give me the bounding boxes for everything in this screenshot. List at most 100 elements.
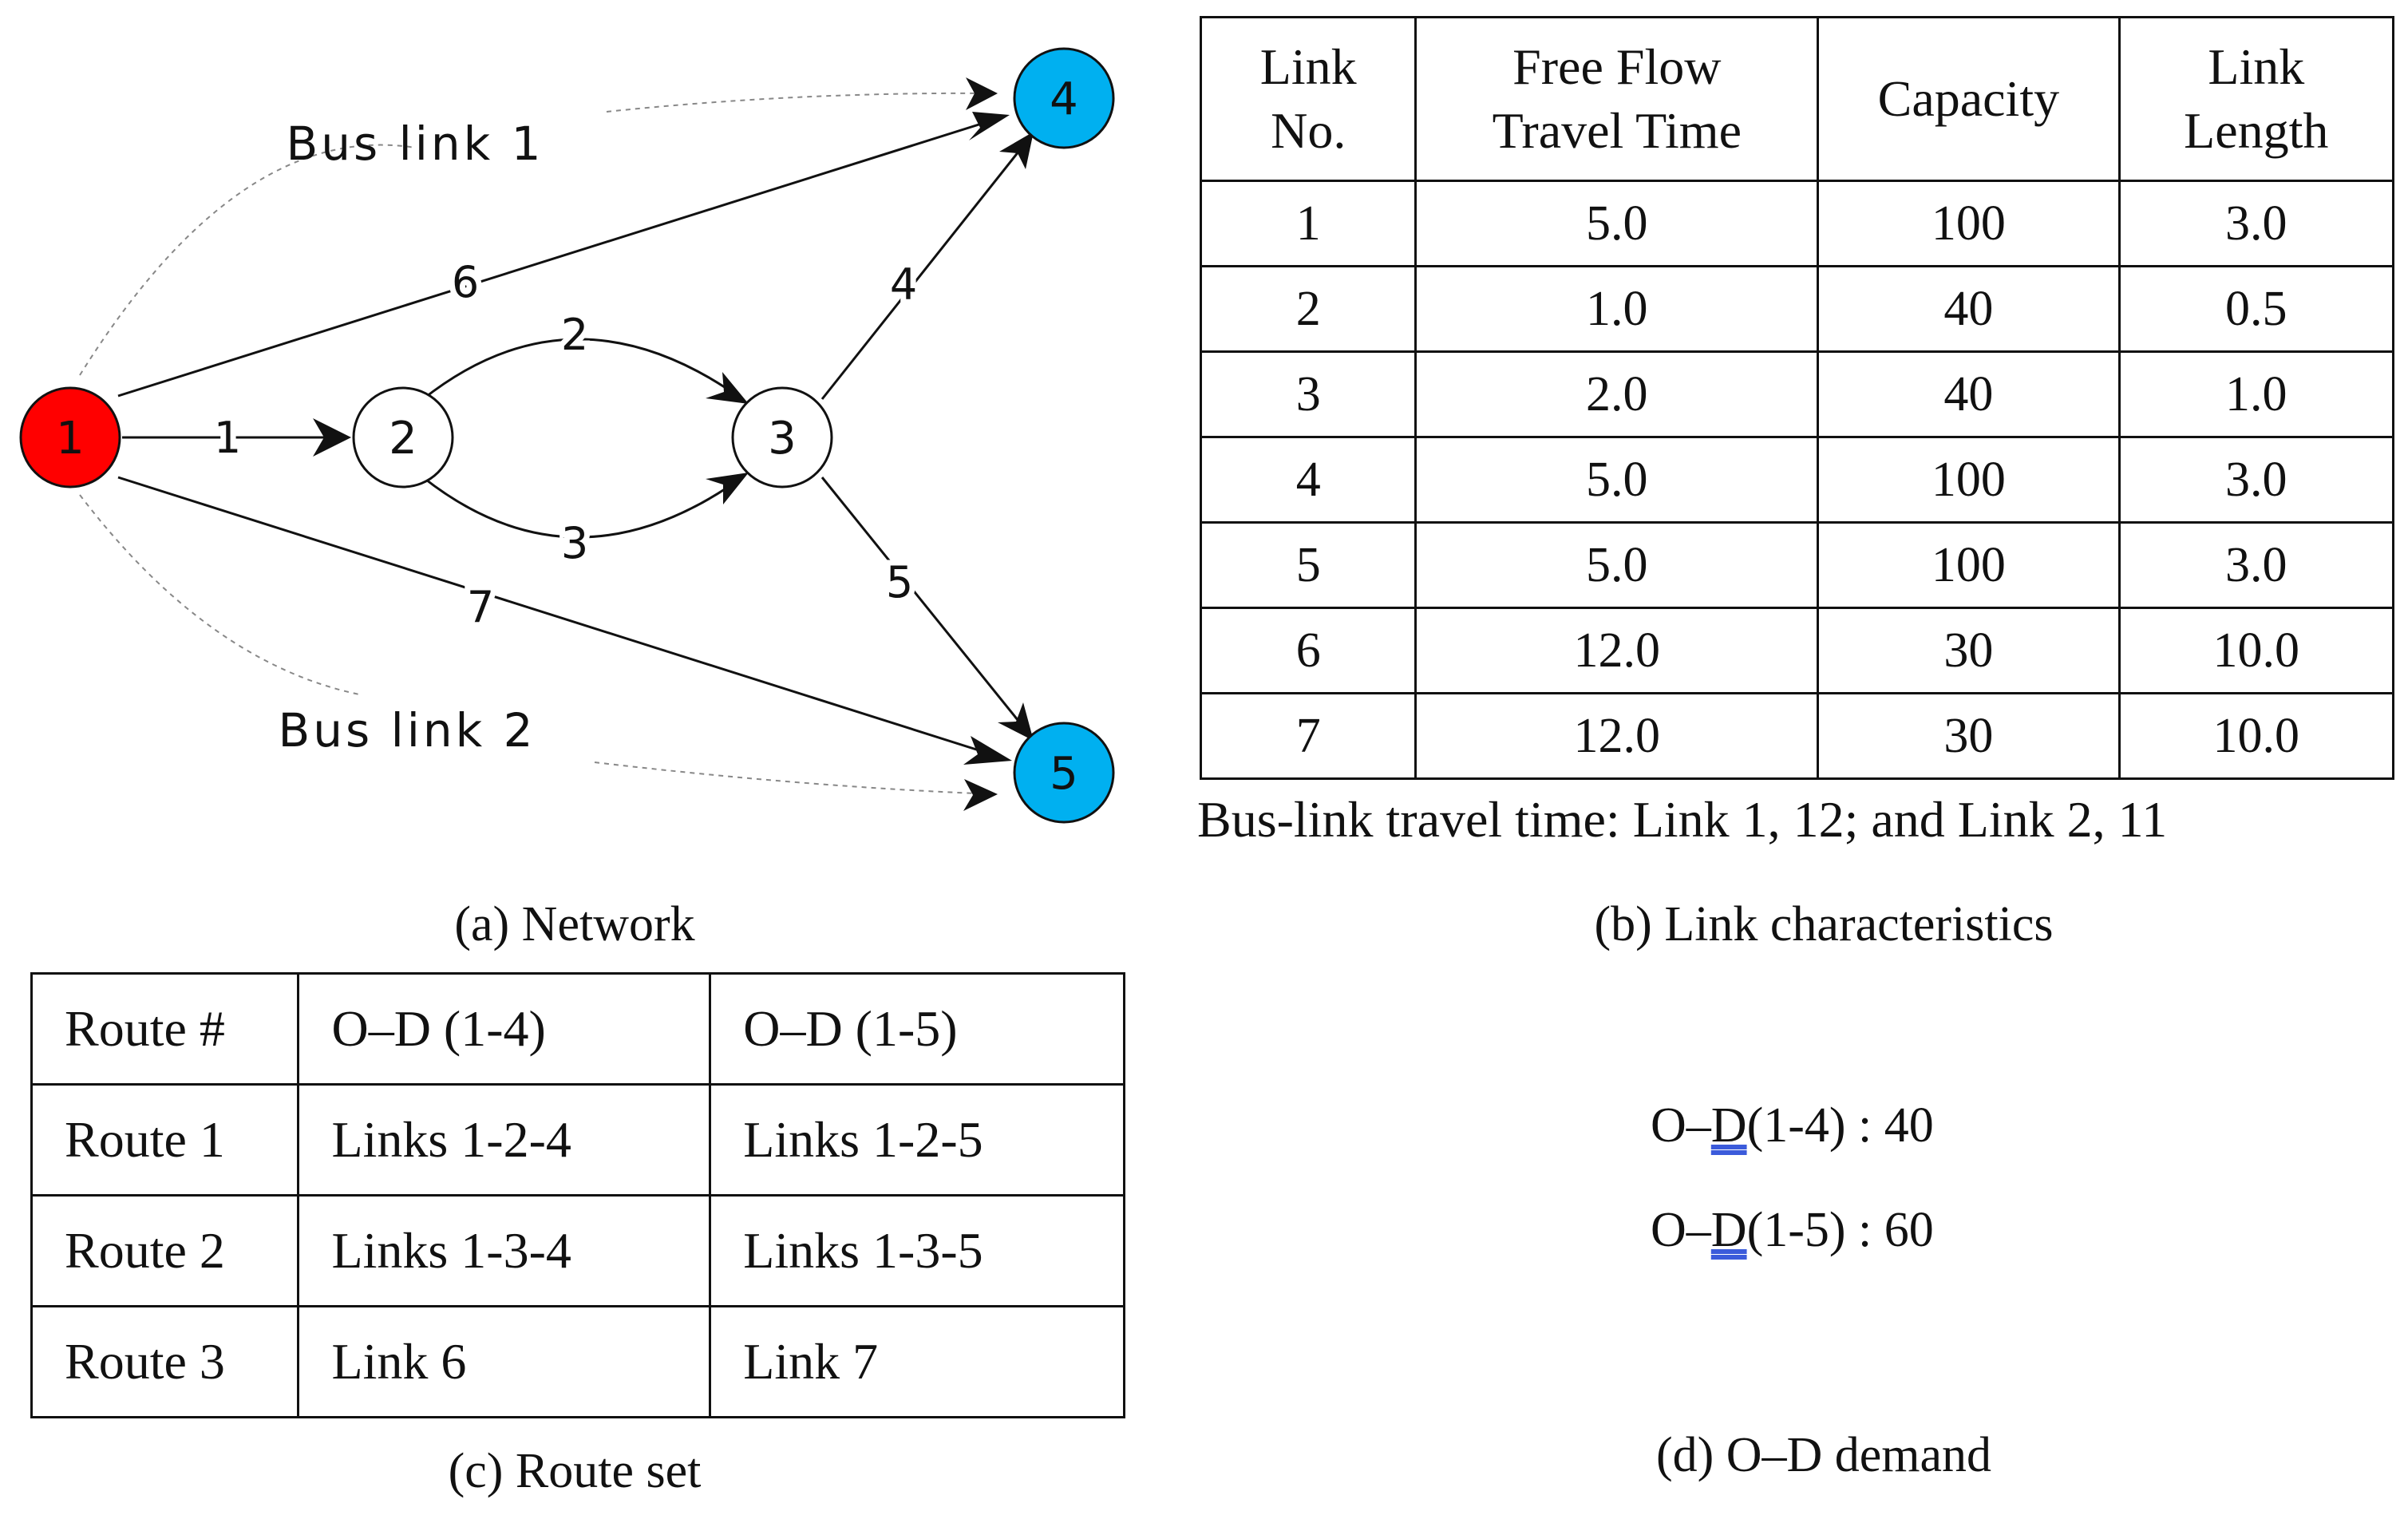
od-demand-item: O–D(1-4) : 40 bbox=[1651, 1098, 1934, 1202]
route-name-cell: Route 1 bbox=[30, 1083, 300, 1197]
caption-route-set: (c) Route set bbox=[448, 1444, 702, 1498]
node-3-label: 3 bbox=[768, 413, 797, 465]
route-table-header-cell: O–D (1-5) bbox=[709, 972, 1125, 1086]
free-flow-travel-time-cell: 5.0 bbox=[1414, 521, 1820, 609]
od-demand-rest: (1-5) : 60 bbox=[1746, 1203, 1934, 1257]
od-demand-d: D bbox=[1710, 1203, 1747, 1257]
link-no-cell: 5 bbox=[1199, 521, 1418, 609]
node-1 bbox=[19, 386, 121, 489]
route-links-cell: Links 1-2-5 bbox=[709, 1083, 1125, 1197]
caption-link-characteristics: (b) Link characteristics bbox=[1594, 897, 2054, 951]
route-links-cell: Link 6 bbox=[297, 1305, 712, 1418]
route-name-cell: Route 2 bbox=[30, 1194, 300, 1307]
link-6-arrowhead bbox=[969, 112, 1010, 140]
link-length-cell: 3.0 bbox=[2117, 180, 2395, 267]
capacity-cell: 100 bbox=[1817, 180, 2121, 267]
link-4-line bbox=[820, 139, 1030, 400]
link-2-arrowhead bbox=[706, 372, 749, 404]
capacity-cell: 40 bbox=[1817, 350, 2121, 438]
link-7-arrowhead bbox=[963, 736, 1012, 765]
link-2-line bbox=[422, 338, 743, 401]
capacity-cell: 30 bbox=[1817, 692, 2121, 780]
capacity-cell: 100 bbox=[1817, 436, 2121, 524]
route-links-cell: Links 1-3-5 bbox=[709, 1194, 1125, 1307]
node-2 bbox=[352, 386, 454, 489]
bus-link-2-label: Bus link 2 bbox=[278, 703, 536, 758]
bus-link-travel-time-note: Bus-link travel time: Link 1, 12; and Li… bbox=[1197, 791, 2168, 848]
link-length-cell: 0.5 bbox=[2117, 265, 2395, 353]
link-7-label: 7 bbox=[467, 582, 494, 632]
link-3-label: 3 bbox=[561, 518, 588, 568]
node-5 bbox=[1013, 722, 1115, 824]
link-3-arrowhead bbox=[706, 473, 749, 504]
link-length-cell: 3.0 bbox=[2117, 521, 2395, 609]
bus-link-2-path bbox=[79, 494, 994, 795]
link-4-label: 4 bbox=[890, 259, 917, 310]
bus-link-1-arrowhead bbox=[966, 77, 998, 110]
route-links-cell: Links 1-3-4 bbox=[297, 1194, 712, 1307]
link-length-cell: 10.0 bbox=[2117, 692, 2395, 780]
route-links-cell: Links 1-2-4 bbox=[297, 1083, 712, 1197]
od-demand-rest: (1-4) : 40 bbox=[1746, 1098, 1934, 1153]
link-6-line bbox=[117, 116, 1002, 398]
link-length-cell: 3.0 bbox=[2117, 436, 2395, 524]
bus-link-1-label: Bus link 1 bbox=[286, 117, 544, 171]
link-table-header-capacity: Capacity bbox=[1817, 16, 2121, 182]
caption-od-demand: (d) O–D demand bbox=[1655, 1428, 1992, 1482]
capacity-cell: 40 bbox=[1817, 265, 2121, 353]
link-no-cell: 6 bbox=[1199, 607, 1418, 694]
link-5-label: 5 bbox=[886, 557, 913, 607]
node-1-label: 1 bbox=[56, 413, 85, 465]
od-demand-item: O–D(1-5) : 60 bbox=[1651, 1202, 1934, 1307]
link-no-cell: 4 bbox=[1199, 436, 1418, 524]
link-no-cell: 1 bbox=[1199, 180, 1418, 267]
link-6-label: 6 bbox=[452, 257, 479, 307]
route-name-cell: Route 3 bbox=[30, 1305, 300, 1418]
node-2-label: 2 bbox=[389, 413, 417, 465]
link-7-line bbox=[117, 476, 1005, 760]
od-demand-prefix: O– bbox=[1651, 1098, 1711, 1153]
free-flow-travel-time-cell: 12.0 bbox=[1414, 607, 1820, 694]
network-diagram: 1 2 3 4 5 6 7 Bus link 1 Bus link 2 1 2 … bbox=[19, 47, 1115, 824]
link-1-label: 1 bbox=[214, 413, 241, 463]
capacity-cell: 30 bbox=[1817, 607, 2121, 694]
free-flow-travel-time-cell: 5.0 bbox=[1414, 436, 1820, 524]
link-length-cell: 10.0 bbox=[2117, 607, 2395, 694]
node-5-label: 5 bbox=[1050, 748, 1078, 800]
route-table-header-row: Route #O–D (1-4)O–D (1-5) bbox=[30, 972, 1125, 1086]
link-1-arrowhead bbox=[313, 418, 351, 457]
link-2-label: 2 bbox=[561, 310, 588, 360]
free-flow-travel-time-cell: 12.0 bbox=[1414, 692, 1820, 780]
route-table-header-cell: O–D (1-4) bbox=[297, 972, 712, 1086]
free-flow-travel-time-cell: 5.0 bbox=[1414, 180, 1820, 267]
node-4-label: 4 bbox=[1050, 73, 1078, 125]
free-flow-travel-time-cell: 1.0 bbox=[1414, 265, 1820, 353]
link-5-arrowhead bbox=[998, 702, 1034, 741]
caption-network: (a) Network bbox=[454, 897, 695, 951]
link-3-line bbox=[422, 476, 743, 539]
od-demand-d: D bbox=[1710, 1098, 1747, 1153]
od-demand-prefix: O– bbox=[1651, 1203, 1711, 1257]
route-table-header-cell: Route # bbox=[30, 972, 300, 1086]
link-4-arrowhead bbox=[999, 132, 1034, 169]
free-flow-travel-time-cell: 2.0 bbox=[1414, 350, 1820, 438]
link-no-cell: 7 bbox=[1199, 692, 1418, 780]
route-links-cell: Link 7 bbox=[709, 1305, 1125, 1418]
